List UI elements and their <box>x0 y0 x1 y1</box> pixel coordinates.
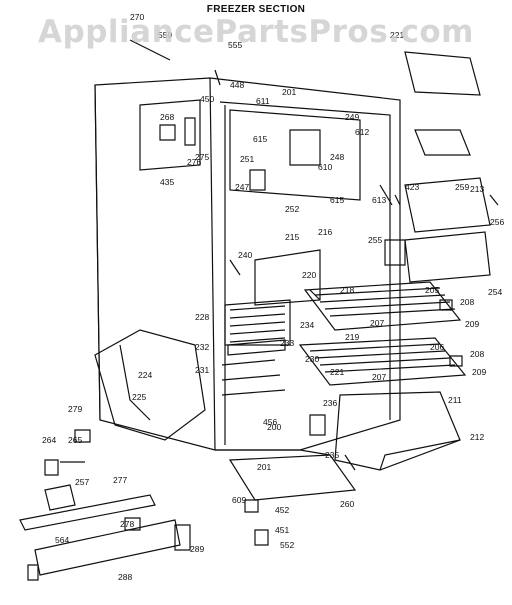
loose-parts <box>19 39 499 581</box>
part-label-207: 207 <box>370 318 384 328</box>
part-label-230: 230 <box>305 354 319 364</box>
part-label-249: 249 <box>345 112 359 122</box>
part-label-288: 288 <box>118 572 132 582</box>
part-label-225: 225 <box>132 392 146 402</box>
part-label-251: 251 <box>240 154 254 164</box>
part-label-448: 448 <box>230 80 244 90</box>
part-label-435: 435 <box>160 177 174 187</box>
part-label-270: 270 <box>130 12 144 22</box>
part-label-206: 206 <box>430 342 444 352</box>
part-label-232: 232 <box>195 342 209 352</box>
part-label-252: 252 <box>285 204 299 214</box>
part-label-255: 255 <box>368 235 382 245</box>
part-label-452: 452 <box>275 505 289 515</box>
part-label-552: 552 <box>280 540 294 550</box>
watermark: AppliancePartsPros.com <box>38 14 474 50</box>
part-label-220: 220 <box>302 270 316 280</box>
part-label-615: 615 <box>253 134 267 144</box>
part-label-610: 610 <box>318 162 332 172</box>
part-label-564: 564 <box>55 535 69 545</box>
part-label-615: 615 <box>330 195 344 205</box>
part-number-labels: 2705595552214486112014502682516152492752… <box>42 12 504 582</box>
part-label-248: 248 <box>330 152 344 162</box>
part-label-254: 254 <box>488 287 502 297</box>
part-label-256: 256 <box>490 217 504 227</box>
part-label-259: 259 <box>455 182 469 192</box>
part-label-208: 208 <box>460 297 474 307</box>
part-label-451: 451 <box>275 525 289 535</box>
part-label-276: 276 <box>187 157 201 167</box>
part-label-216: 216 <box>318 227 332 237</box>
shelves <box>94 51 491 471</box>
part-label-277: 277 <box>113 475 127 485</box>
part-label-218: 218 <box>340 285 354 295</box>
part-label-613: 613 <box>372 195 386 205</box>
part-label-268: 268 <box>160 112 174 122</box>
part-label-224: 224 <box>138 370 152 380</box>
part-label-231: 231 <box>195 365 209 375</box>
part-label-450: 450 <box>200 94 214 104</box>
part-label-423: 423 <box>405 182 419 192</box>
part-label-456: 456 <box>263 417 277 427</box>
part-label-555: 555 <box>228 40 242 50</box>
part-label-221: 221 <box>330 367 344 377</box>
part-label-205: 205 <box>425 285 439 295</box>
part-label-208: 208 <box>470 349 484 359</box>
part-label-611: 611 <box>256 96 270 106</box>
part-label-235: 235 <box>325 450 339 460</box>
part-label-289: 289 <box>190 544 204 554</box>
part-label-201: 201 <box>282 87 296 97</box>
part-label-219: 219 <box>345 332 359 342</box>
part-label-559: 559 <box>158 30 172 40</box>
part-label-201: 201 <box>257 462 271 472</box>
part-label-221: 221 <box>390 30 404 40</box>
part-label-228: 228 <box>195 312 209 322</box>
part-label-234: 234 <box>300 320 314 330</box>
part-label-275: 275 <box>195 152 209 162</box>
part-label-279: 279 <box>68 404 82 414</box>
part-label-257: 257 <box>75 477 89 487</box>
part-label-211: 211 <box>448 395 462 405</box>
diagram-title: FREEZER SECTION <box>206 4 306 15</box>
part-label-265: 265 <box>68 435 82 445</box>
part-label-200: 200 <box>267 422 281 432</box>
part-label-278: 278 <box>120 519 134 529</box>
part-label-612: 612 <box>355 127 369 137</box>
part-label-213: 213 <box>470 184 484 194</box>
part-label-212: 212 <box>470 432 484 442</box>
part-label-260: 260 <box>340 499 354 509</box>
cabinet-outline <box>94 77 401 501</box>
part-label-209: 209 <box>472 367 486 377</box>
part-label-247: 247 <box>235 182 249 192</box>
part-label-207: 207 <box>372 372 386 382</box>
part-label-233: 233 <box>280 338 294 348</box>
part-label-264: 264 <box>42 435 56 445</box>
part-label-215: 215 <box>285 232 299 242</box>
part-label-240: 240 <box>238 250 252 260</box>
part-label-236: 236 <box>323 398 337 408</box>
part-label-209: 209 <box>465 319 479 329</box>
part-label-609: 609 <box>232 495 246 505</box>
